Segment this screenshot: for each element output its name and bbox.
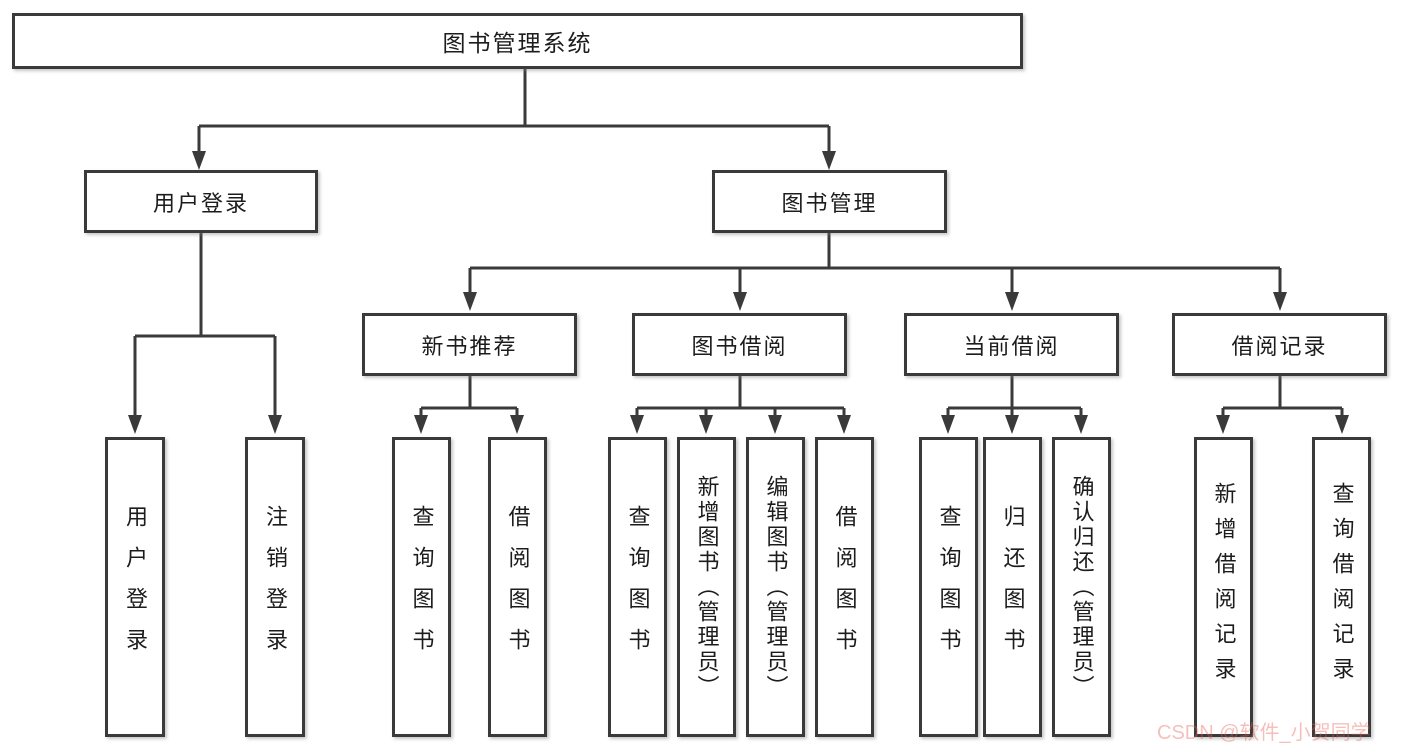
leaf-add-book-admin: 新增图书（管理员） [677,437,736,737]
node-book-management-label: 图书管理 [781,190,878,216]
connector-borrow-records-children [1221,376,1344,417]
connector-new-book-recommend-children [419,376,519,417]
leaf-add-borrow-record-label: 新增借阅记录 [1211,482,1237,692]
arrowheads-user-login-children [128,415,282,434]
node-user-login: 用户登录 [84,170,318,233]
node-borrow-records-label: 借阅记录 [1231,333,1328,359]
connector-user-login-children [133,233,277,417]
node-borrow-records: 借阅记录 [1172,313,1387,376]
node-book-management: 图书管理 [712,170,947,233]
node-new-book-recommend: 新书推荐 [362,313,577,376]
leaf-logout-label: 注销登录 [263,505,288,669]
node-book-borrow: 图书借阅 [632,313,847,376]
leaf-confirm-return: 确认归还（管理员） [1052,437,1111,737]
node-current-borrow-label: 当前借阅 [963,333,1060,359]
connector-current-borrow-children [946,376,1083,417]
node-root-label: 图书管理系统 [442,30,593,56]
leaf-user-login-label: 用户登录 [123,505,148,669]
leaf-edit-book-admin-label: 编辑图书（管理员） [763,474,789,700]
node-book-borrow-label: 图书借阅 [691,333,788,359]
leaf-add-book-admin-label: 新增图书（管理员） [694,474,720,700]
leaf-query-borrow-record-label: 查询借阅记录 [1329,482,1355,692]
leaf-edit-book-admin: 编辑图书（管理员） [746,437,805,737]
connector-root-to-level2 [197,69,831,153]
leaf-logout: 注销登录 [245,437,305,737]
leaf-return-book-label: 归还图书 [1000,505,1026,669]
connector-book-management-children [468,233,1282,294]
leaf-confirm-return-label: 确认归还（管理员） [1069,474,1095,700]
arrowheads-book-management-children [463,292,1287,311]
leaf-query-borrow-record: 查询借阅记录 [1312,437,1371,737]
arrowheads-current-borrow-children [941,415,1088,434]
leaf-query-book-2-label: 查询图书 [625,505,651,669]
leaf-borrow-book-2-label: 借阅图书 [832,505,858,669]
arrowheads-new-book-recommend-children [414,415,524,434]
arrowheads-borrow-records-children [1216,415,1349,434]
leaf-borrow-book-1: 借阅图书 [488,437,547,737]
leaf-query-book-1-label: 查询图书 [409,505,435,669]
connector-book-borrow-children [635,376,846,417]
leaf-query-book-2: 查询图书 [608,437,667,737]
leaf-query-book-3: 查询图书 [919,437,978,737]
node-root-library-management-system: 图书管理系统 [12,13,1023,69]
leaf-add-borrow-record: 新增借阅记录 [1194,437,1253,737]
leaf-query-book-1: 查询图书 [392,437,451,737]
leaf-borrow-book-1-label: 借阅图书 [505,505,531,669]
node-new-book-recommend-label: 新书推荐 [421,333,518,359]
node-current-borrow: 当前借阅 [904,313,1119,376]
node-user-login-label: 用户登录 [152,190,249,216]
leaf-query-book-3-label: 查询图书 [936,505,962,669]
arrowheads-root-to-level2 [192,151,836,170]
leaf-user-login: 用户登录 [105,437,165,737]
csdn-watermark: CSDN @软件_小贺同学 [1157,722,1371,744]
leaf-return-book: 归还图书 [983,437,1042,737]
leaf-borrow-book-2: 借阅图书 [815,437,874,737]
arrowheads-book-borrow-children [630,415,851,434]
